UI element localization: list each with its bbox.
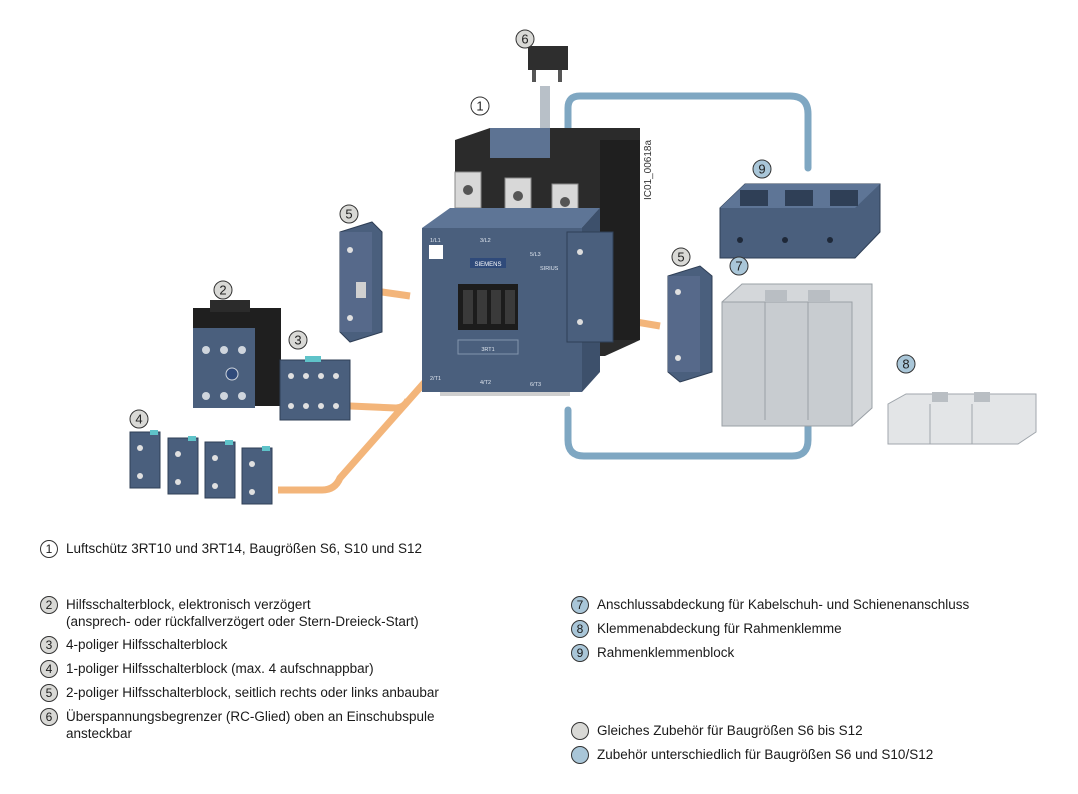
callout-6: 6 [515,29,535,49]
legend-num-9: 9 [571,644,589,662]
legend-item-5: 5 2-poliger Hilfsschalterblock, seitlich… [40,684,439,702]
callout-1: 1 [470,96,490,116]
legend-text-5: 2-poliger Hilfsschalterblock, seitlich r… [66,685,439,700]
legend-num-4: 4 [40,660,58,678]
aux-block-electronic [193,300,281,408]
svg-text:5: 5 [677,250,684,265]
orange-link-5-left [381,288,411,300]
rating-label: 3RT1 [481,347,494,353]
legend-text-6: Überspannungsbegrenzer (RC-Glied) oben a… [66,708,434,742]
legend-num-5: 5 [40,684,58,702]
svg-text:4: 4 [135,412,142,427]
legend-text-1: Luftschütz 3RT10 und 3RT14, Baugrößen S6… [66,541,422,556]
legend-text-8: Klemmenabdeckung für Rahmenklemme [597,621,842,636]
frame-clamp-block [719,183,881,259]
aux-block-2-pole-right [667,265,713,383]
legend-num-6: 6 [40,708,58,726]
svg-text:6: 6 [521,32,528,47]
terminal-1-label: 1/L1 [430,238,441,244]
drawing-code: IC01_00618a [643,140,654,200]
callout-2: 2 [213,280,233,300]
legend-num-8: 8 [571,620,589,638]
sirius-label: SIRIUS [540,266,559,272]
aux-blocks-1-pole [129,430,273,505]
legend-key-blue: Zubehör unterschiedlich für Baugrößen S6… [571,746,933,764]
svg-text:8: 8 [902,357,909,372]
rc-element [528,46,568,130]
legend-item-6: 6 Überspannungsbegrenzer (RC-Glied) oben… [40,708,434,742]
legend-text-6-line1: Überspannungsbegrenzer (RC-Glied) oben a… [66,709,435,724]
legend-text-2-line1: Hilfsschalterblock, elektronisch verzöge… [66,597,311,612]
legend-key-gray: Gleiches Zubehör für Baugrößen S6 bis S1… [571,722,863,740]
legend-key-gray-swatch [571,722,589,740]
svg-text:2: 2 [219,283,226,298]
svg-text:7: 7 [735,259,742,274]
terminal-2-label: 2/T1 [430,376,441,382]
legend-item-2: 2 Hilfsschalterblock, elektronisch verzö… [40,596,419,630]
exploded-view-diagram: SIEMENS SIRIUS 3RT1 1/L1 3/L2 5/L3 2/T1 … [129,29,1037,505]
svg-text:3: 3 [294,333,301,348]
terminal-5-label: 5/L3 [530,252,541,258]
legend-item-3: 3 4-poliger Hilfsschalterblock [40,636,227,654]
legend-item-4: 4 1-poliger Hilfsschalterblock (max. 4 a… [40,660,374,678]
legend-key-blue-text: Zubehör unterschiedlich für Baugrößen S6… [597,747,934,762]
contactor: SIEMENS SIRIUS 3RT1 1/L1 3/L2 5/L3 2/T1 … [422,128,640,396]
orange-link-3 [349,398,412,412]
legend-text-2-line2: (ansprech- oder rückfallverzögert oder S… [66,614,419,629]
legend-item-8: 8 Klemmenabdeckung für Rahmenklemme [571,620,842,638]
svg-text:5: 5 [345,207,352,222]
aux-block-2-pole-left [339,221,383,343]
legend-item-1: 1 Luftschütz 3RT10 und 3RT14, Baugrößen … [40,540,422,558]
legend-item-7: 7 Anschlussabdeckung für Kabelschuh- und… [571,596,969,614]
orange-link-3-4 [278,311,488,494]
legend-text-4: 1-poliger Hilfsschalterblock (max. 4 auf… [66,661,374,676]
legend-num-7: 7 [571,596,589,614]
aux-block-4-pole [279,356,351,421]
legend-num-3: 3 [40,636,58,654]
terminal-6-label: 6/T3 [530,382,541,388]
callout-5-right: 5 [671,247,691,267]
terminal-cover-cable-lug [721,283,873,427]
callout-7: 7 [729,256,749,276]
legend-key-gray-text: Gleiches Zubehör für Baugrößen S6 bis S1… [597,723,863,738]
terminal-4-label: 4/T2 [480,380,491,386]
legend-item-9: 9 Rahmenklemmenblock [571,644,734,662]
legend-text-2: Hilfsschalterblock, elektronisch verzöge… [66,596,419,630]
callout-9: 9 [752,159,772,179]
terminal-cover-frame-clamp [887,392,1037,445]
legend-text-6-line2: ansteckbar [66,726,133,741]
callout-8: 8 [896,354,916,374]
legend-text-9: Rahmenklemmenblock [597,645,735,660]
legend-text-3: 4-poliger Hilfsschalterblock [66,637,228,652]
terminal-3-label: 3/L2 [480,238,491,244]
legend-text-7: Anschlussabdeckung für Kabelschuh- und S… [597,597,970,612]
legend-num-2: 2 [40,596,58,614]
blue-link-bottom [564,406,812,460]
blue-link-top [564,92,812,189]
legend-num-1: 1 [40,540,58,558]
callout-3: 3 [288,330,308,350]
svg-text:1: 1 [476,99,483,114]
callout-5-left: 5 [339,204,359,224]
brand-label: SIEMENS [474,262,501,268]
legend-key-blue-swatch [571,746,589,764]
svg-text:9: 9 [758,162,765,177]
callout-4: 4 [129,409,149,429]
